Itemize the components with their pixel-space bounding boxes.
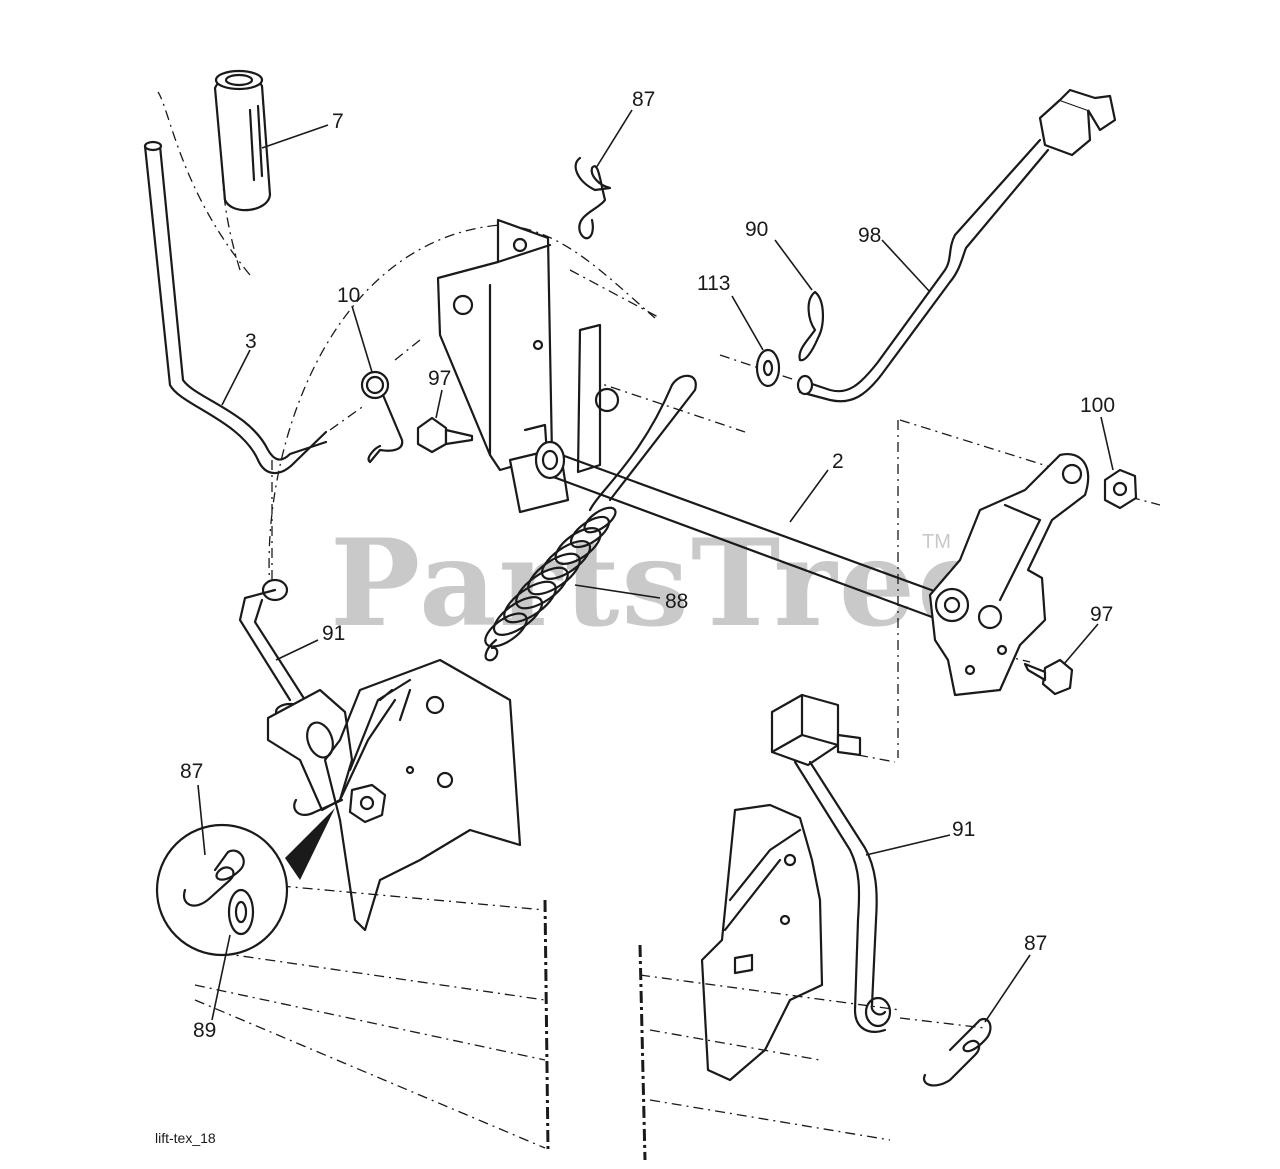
hair-pin-clip-bottom xyxy=(922,1017,992,1087)
flange-bolt-left xyxy=(416,416,474,454)
watermark-text: PartsTree xyxy=(330,513,995,654)
diagram-reference-code: lift-tex_18 xyxy=(155,1130,216,1146)
callout-89: 89 xyxy=(193,1019,216,1042)
callout-91-right: 91 xyxy=(952,818,975,841)
lift-shaft xyxy=(534,440,947,622)
lift-arm-bracket-right xyxy=(928,452,1090,697)
callout-100: 100 xyxy=(1080,394,1115,417)
mounting-bracket xyxy=(436,218,620,514)
callout-7: 7 xyxy=(332,110,344,133)
callout-3: 3 xyxy=(245,330,257,353)
cotter-pin xyxy=(798,290,824,362)
lift-link-rod xyxy=(796,88,1117,403)
lift-lever xyxy=(143,140,328,475)
frame-center-lines xyxy=(543,899,647,1161)
callout-2: 2 xyxy=(832,450,844,473)
hair-pin-clip-top xyxy=(574,156,612,240)
callout-97-left: 97 xyxy=(428,367,451,390)
trademark-text: TM xyxy=(922,531,951,553)
leader-lines xyxy=(197,109,1114,1023)
callout-113: 113 xyxy=(697,272,730,295)
flange-bolt-right xyxy=(1023,658,1074,696)
callout-labels: 7 87 90 98 113 10 3 97 100 2 88 97 91 87… xyxy=(180,88,1115,1042)
detail-magnifier xyxy=(155,808,335,957)
callout-10: 10 xyxy=(337,284,360,307)
lift-link-right xyxy=(770,693,892,1033)
hex-nut xyxy=(1103,468,1138,510)
callout-97-right: 97 xyxy=(1090,603,1113,626)
callout-91-left: 91 xyxy=(322,622,345,645)
callout-87-bottom: 87 xyxy=(1024,932,1047,955)
torsion-spring xyxy=(360,370,404,464)
callout-87-top: 87 xyxy=(632,88,655,111)
deck-hanger-plate-right xyxy=(700,803,824,1082)
callout-88: 88 xyxy=(665,590,688,613)
callout-87-detail: 87 xyxy=(180,760,203,783)
callout-98: 98 xyxy=(858,224,881,247)
handle-grip xyxy=(213,69,272,212)
flat-washer xyxy=(755,348,781,388)
callout-90: 90 xyxy=(745,218,768,241)
deck-hanger-plate-left xyxy=(293,658,522,932)
extension-spring xyxy=(484,374,697,662)
